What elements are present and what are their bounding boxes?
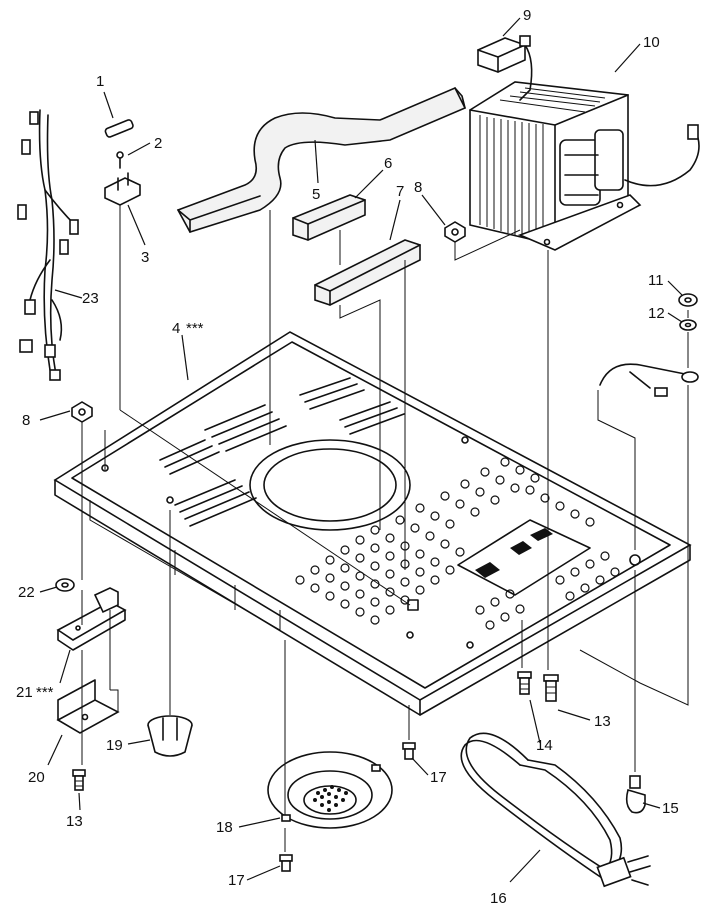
callout-14: 14 [536, 737, 553, 754]
callout-18: 18 [216, 819, 233, 836]
strain-relief-15 [625, 775, 646, 814]
foam-gasket [176, 86, 467, 233]
screw-13-right [543, 674, 559, 702]
ground-wire [599, 363, 699, 397]
perforation-holes [295, 457, 620, 630]
callout-21: 21 [16, 684, 33, 701]
screw-14 [517, 671, 532, 695]
callout-21-mark: *** [36, 684, 54, 701]
callout-19: 19 [106, 737, 123, 754]
washer-12 [679, 319, 697, 331]
callout-20: 20 [28, 769, 45, 786]
screw-17-right [402, 742, 416, 760]
wire-harness [17, 109, 79, 381]
screw-17-bottom [279, 854, 293, 872]
bracket-21 [56, 587, 127, 651]
foam-strip-7 [314, 239, 421, 306]
switch-panel [457, 519, 591, 596]
washer-22 [55, 578, 75, 592]
nut-8-left [71, 401, 93, 423]
callout-3: 3 [141, 249, 149, 266]
callout-9: 9 [523, 7, 531, 24]
bracket-20 [56, 679, 120, 734]
callout-16: 16 [490, 890, 507, 907]
callout-13-right: 13 [594, 713, 611, 730]
rubber-foot-19 [147, 715, 193, 757]
callout-13-left: 13 [66, 813, 83, 830]
fuse [104, 119, 134, 138]
washer-11 [678, 293, 698, 307]
callout-7: 7 [396, 183, 404, 200]
callout-17-bottom: 17 [228, 872, 245, 889]
screw-13-left [72, 769, 86, 791]
fuse-holder [104, 172, 141, 206]
fan-cover-18 [267, 751, 393, 829]
callout-10: 10 [643, 34, 660, 51]
callout-11: 11 [648, 272, 664, 289]
fuse-screw [116, 151, 124, 169]
callout-15: 15 [662, 800, 679, 817]
nut-8-right [444, 221, 466, 243]
callout-1: 1 [96, 73, 104, 90]
vent-slots-left [159, 439, 257, 527]
callout-12: 12 [648, 305, 665, 322]
callout-8-left: 8 [22, 412, 30, 429]
callout-leaders [39, 17, 683, 883]
callout-17-right: 17 [430, 769, 447, 786]
base-plate [53, 331, 692, 716]
callout-4: 4 [172, 320, 180, 337]
transformer [469, 81, 700, 251]
foam-strip-6 [292, 194, 366, 241]
callout-2: 2 [154, 135, 162, 152]
vent-slots-top [204, 377, 405, 452]
callout-5: 5 [312, 186, 320, 203]
callout-6: 6 [384, 155, 392, 172]
callout-4-mark: *** [186, 320, 204, 337]
callout-22: 22 [18, 584, 35, 601]
callout-23: 23 [82, 290, 99, 307]
callout-8-right: 8 [414, 179, 422, 196]
callout-labels: 1 2 3 4 *** 5 6 7 8 9 10 11 12 8 23 22 2… [16, 7, 679, 907]
power-cord-16 [460, 732, 651, 888]
alignment-lines [81, 205, 689, 852]
part-9-block [477, 35, 533, 101]
